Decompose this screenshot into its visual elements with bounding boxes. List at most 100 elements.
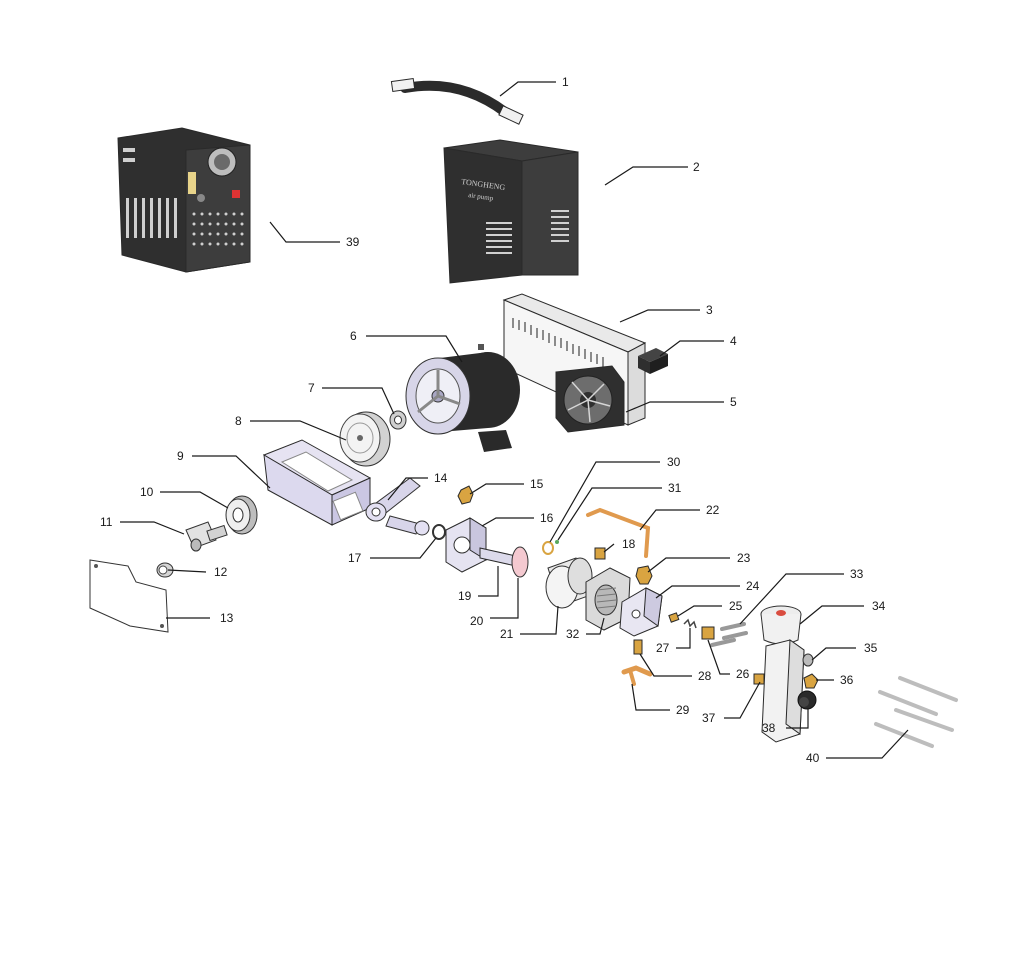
part-motor — [405, 344, 520, 452]
part-brass-nut — [457, 485, 474, 505]
part-filter-cup — [760, 605, 802, 645]
leader-30 — [549, 461, 660, 543]
callout-11: 11 — [100, 515, 113, 529]
part-spring — [683, 618, 697, 629]
part-piston-rod — [479, 547, 517, 567]
callout-8: 8 — [235, 414, 242, 428]
callout-4: 4 — [730, 334, 737, 348]
leader-33 — [739, 573, 844, 625]
callout-15: 15 — [530, 477, 544, 491]
callout-7: 7 — [308, 381, 315, 395]
leader-3 — [619, 309, 700, 323]
part-o-ring — [432, 524, 446, 540]
leader-24 — [655, 585, 740, 599]
callout-16: 16 — [540, 511, 554, 525]
leader-10 — [160, 491, 229, 509]
leader-27 — [676, 628, 691, 649]
part-bolts — [710, 622, 748, 647]
leader-15 — [469, 483, 524, 495]
part-brass-fitting — [701, 626, 715, 640]
part-seal-ring — [156, 562, 174, 578]
part-cover: TONGHENG air pump — [443, 139, 579, 284]
callout-35: 35 — [864, 641, 878, 655]
leader-38 — [786, 708, 809, 729]
part-small-seal — [542, 541, 554, 555]
callout-6: 6 — [350, 329, 357, 343]
part-handle — [390, 77, 524, 125]
callout-33: 33 — [850, 567, 864, 581]
part-valve — [802, 653, 814, 667]
callout-12: 12 — [214, 565, 228, 579]
leader-9 — [192, 455, 271, 489]
part-small-bearing — [389, 410, 407, 430]
callout-18: 18 — [622, 537, 636, 551]
leader-21 — [520, 605, 559, 635]
callout-30: 30 — [667, 455, 681, 469]
callout-39: 39 — [346, 235, 360, 249]
leader-28 — [639, 653, 692, 677]
callout-17: 17 — [348, 551, 362, 565]
callout-5: 5 — [730, 395, 737, 409]
callout-28: 28 — [698, 669, 712, 683]
leader-22 — [639, 509, 700, 531]
part-cooling-fan — [555, 365, 625, 433]
part-fitting — [594, 547, 606, 560]
part-copper-tube — [586, 507, 651, 558]
leader-40 — [826, 729, 909, 759]
callout-21: 21 — [500, 627, 514, 641]
leader-7 — [322, 387, 395, 415]
leader-34 — [799, 605, 864, 625]
callout-32: 32 — [566, 627, 580, 641]
part-side-fitting — [753, 673, 765, 685]
callout-31: 31 — [668, 481, 682, 495]
callout-27: 27 — [656, 641, 670, 655]
callout-34: 34 — [872, 599, 886, 613]
part-valve-stem — [633, 639, 643, 655]
part-gasket-plate — [89, 559, 169, 633]
callout-19: 19 — [458, 589, 472, 603]
leader-16 — [481, 517, 534, 527]
callout-38: 38 — [762, 721, 776, 735]
leader-11 — [120, 521, 185, 535]
leader-17 — [370, 537, 437, 559]
leader-29 — [631, 683, 670, 711]
leader-2 — [604, 166, 688, 186]
leader-20 — [490, 578, 519, 619]
leader-39 — [269, 221, 340, 243]
part-crankcase — [262, 439, 372, 526]
callout-20: 20 — [470, 614, 484, 628]
leader-14 — [387, 477, 428, 501]
callout-14: 14 — [434, 471, 448, 485]
leader-1 — [499, 81, 556, 97]
leader-12 — [167, 569, 207, 573]
part-connecting-rod — [365, 477, 430, 536]
callout-25: 25 — [729, 599, 743, 613]
callout-3: 3 — [706, 303, 713, 317]
part-knob — [797, 690, 817, 710]
leader-32 — [586, 617, 605, 635]
callout-23: 23 — [737, 551, 751, 565]
callout-26: 26 — [736, 667, 750, 681]
callout-22: 22 — [706, 503, 720, 517]
leader-31 — [557, 487, 662, 541]
part-pulley-wheel — [339, 411, 391, 467]
part-chassis-frame — [117, 127, 251, 273]
part-valve-plate — [585, 567, 631, 631]
callout-36: 36 — [840, 673, 854, 687]
leader-25 — [677, 605, 722, 617]
part-cylinder — [545, 557, 593, 609]
callout-13: 13 — [220, 611, 234, 625]
callout-29: 29 — [676, 703, 690, 717]
part-pin — [555, 540, 559, 544]
part-copper-elbow — [621, 665, 653, 686]
part-large-bearing — [225, 495, 258, 535]
leader-6 — [366, 335, 463, 363]
cover-brand-subtitle: air pump — [468, 191, 494, 202]
callout-40: 40 — [806, 751, 820, 765]
part-cylinder-flange — [445, 517, 487, 573]
leader-5 — [625, 401, 724, 413]
part-brass-connector — [635, 565, 653, 585]
leader-8 — [250, 420, 347, 441]
callout-2: 2 — [693, 160, 700, 174]
